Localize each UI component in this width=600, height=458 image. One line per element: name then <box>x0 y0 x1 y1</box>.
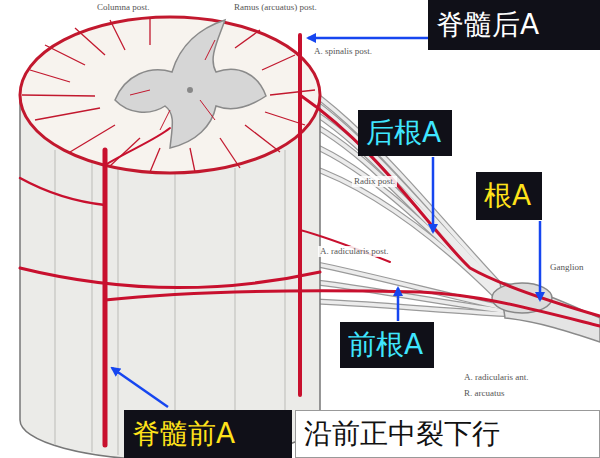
latin-label: R. arcuatus <box>462 388 507 399</box>
artery-label: 脊髓前A <box>124 410 292 458</box>
latin-label: A. radicularis ant. <box>462 372 530 383</box>
artery-label: 根A <box>476 172 542 220</box>
label-text: 沿前正中裂下行 <box>304 418 500 450</box>
artery-label: 前根A <box>340 322 434 368</box>
latin-label: Ramus (arcuatus) post. <box>232 2 319 13</box>
label-text: 脊髓前A <box>132 418 235 450</box>
latin-label: Ganglion <box>548 262 586 273</box>
label-text: 根A <box>484 180 531 212</box>
label-text: 后根A <box>366 117 441 149</box>
latin-label: Columna post. <box>95 2 152 13</box>
label-text: 脊髓后A <box>436 9 539 41</box>
latin-label: A. spinalis post. <box>312 46 374 57</box>
artery-label: 脊髓后A <box>428 0 600 50</box>
latin-label: A. radicularis post. <box>318 246 390 257</box>
label-text: 前根A <box>348 329 423 361</box>
latin-label: Radix post. <box>352 176 397 187</box>
artery-label: 后根A <box>358 110 452 156</box>
note-box: 沿前正中裂下行 <box>295 410 600 458</box>
